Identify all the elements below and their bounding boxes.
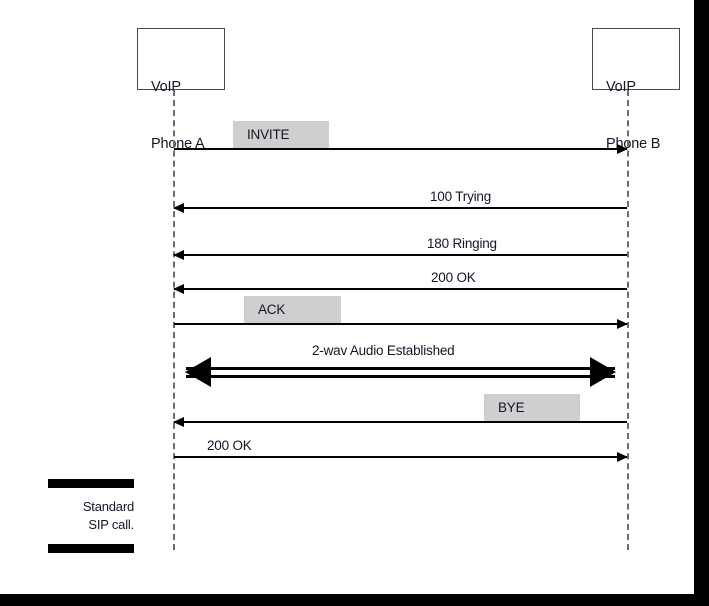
caption-text: Standard SIP call. [48,498,134,534]
actor-box-phone-a: VoIP Phone A [137,28,225,152]
message-label-100-trying: 100 Trying [430,189,492,204]
lifeline-phone-b [627,90,629,550]
caption-line2: SIP call. [88,517,134,532]
actor-box-phone-b: VoIP Phone B [592,28,680,152]
message-label-200-ok-bye: 200 OK [207,438,252,453]
page-edge-bottom [0,594,709,606]
actor-label-line1: VoIP [606,79,636,95]
figure-caption: Standard SIP call. [48,479,134,553]
message-label-200-ok-response: 200 OK [431,270,476,285]
message-label-audio-established: 2-wav Audio Established [312,343,455,358]
caption-rule-bottom [48,544,134,553]
message-label-invite: INVITE [233,121,329,148]
caption-line1: Standard [82,499,134,514]
page-edge-right [694,0,709,606]
arrowhead-right [590,357,616,387]
actor-label-line1: VoIP [151,79,181,95]
arrowhead-left [185,357,211,387]
message-label-ack: ACK [244,296,341,323]
lifeline-phone-a [173,90,175,550]
caption-rule-top [48,479,134,488]
actor-label-line2: Phone A [151,136,205,152]
message-label-180-ringing: 180 Ringing [427,236,497,251]
message-label-bye: BYE [484,394,580,421]
